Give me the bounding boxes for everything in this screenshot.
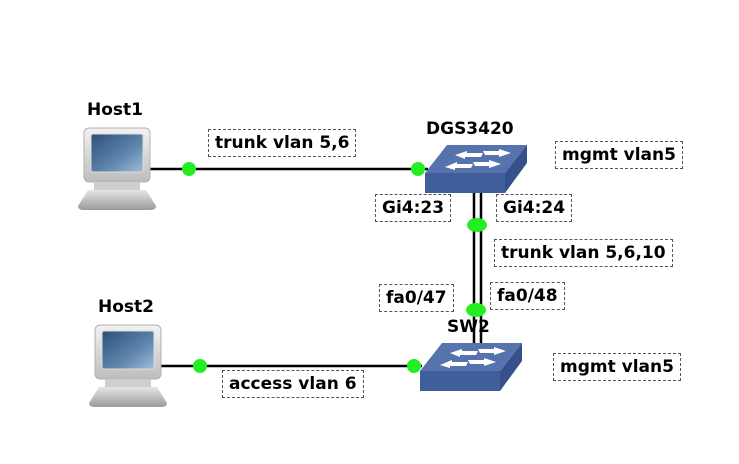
host2-label: Host2	[98, 297, 154, 317]
note-access-host2: access vlan 6	[222, 370, 364, 398]
endpoint-sw2-host2	[407, 359, 421, 373]
dgs3420-switch-icon[interactable]	[425, 145, 527, 193]
endpoint-host1	[182, 162, 196, 176]
note-mgmt-dgs3420: mgmt vlan5	[555, 141, 683, 169]
dgs3420-label: DGS3420	[426, 119, 514, 139]
sw2-label: SW2	[447, 317, 490, 337]
endpoint-sw2-uplink	[466, 303, 486, 317]
note-trunk-host1: trunk vlan 5,6	[208, 129, 357, 157]
endpoint-dgs3420-uplink	[467, 218, 487, 232]
note-port-fa0-47: fa0/47	[379, 284, 454, 312]
note-trunk-uplink: trunk vlan 5,6,10	[494, 239, 673, 267]
sw2-switch-icon[interactable]	[420, 343, 522, 391]
host2-workstation-icon[interactable]	[88, 324, 168, 408]
endpoint-dgs3420-host1	[411, 162, 425, 176]
host1-workstation-icon[interactable]	[77, 127, 157, 211]
endpoint-host2	[193, 359, 207, 373]
note-port-gi4-23: Gi4:23	[375, 194, 452, 222]
note-mgmt-sw2: mgmt vlan5	[553, 353, 681, 381]
note-port-fa0-48: fa0/48	[490, 282, 565, 310]
note-port-gi4-24: Gi4:24	[496, 194, 573, 222]
host1-label: Host1	[87, 100, 143, 120]
